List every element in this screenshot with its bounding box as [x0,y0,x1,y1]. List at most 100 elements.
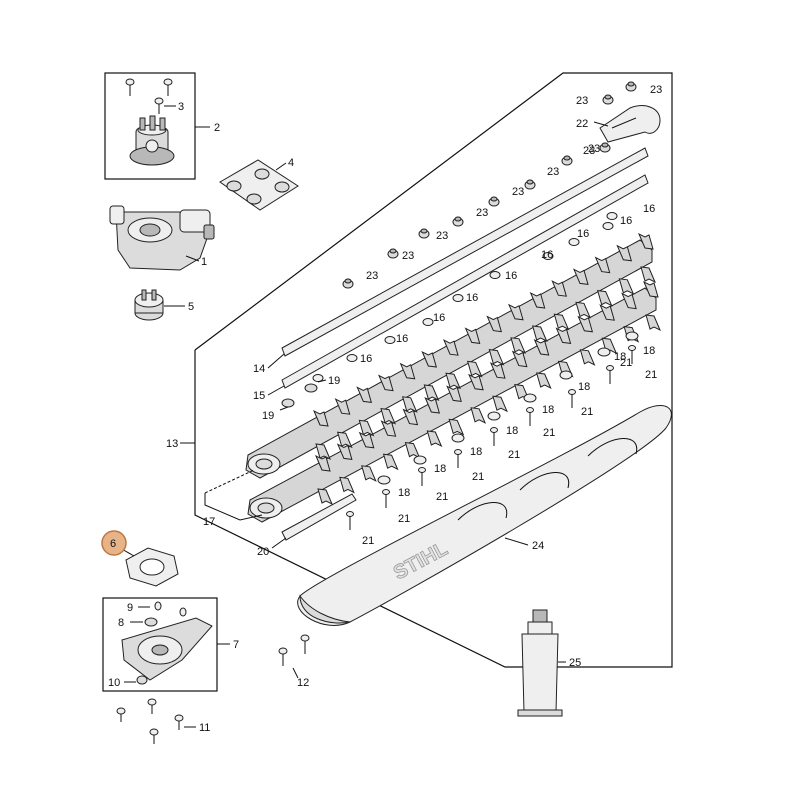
label-14: 14 [253,363,265,375]
nut-23 [418,228,430,239]
washer-18 [523,393,537,403]
label-23: 23 [402,250,414,262]
gearbox-part [129,115,175,166]
label-18: 18 [542,404,554,416]
bolt-21 [418,467,426,486]
blade-tooth [599,304,615,321]
cutter-blade-lower [247,287,657,523]
blade-scabbard-part: STIHL [297,404,672,626]
label-23: 23 [583,145,595,157]
blade-tooth [399,362,416,380]
leader-12 [292,667,299,679]
leader-22 [593,121,609,127]
leader-19b [279,406,289,411]
gasket-part [125,547,179,587]
label-16: 16 [433,312,445,324]
grease-tube-part [517,609,563,717]
blade-tooth [618,278,635,295]
label-16: 16 [466,292,478,304]
blade-tooth [468,373,484,391]
highlight-marker-6[interactable] [101,530,127,556]
blade-tooth [426,430,443,448]
guide-bar-14 [281,147,649,357]
label-16: 16 [643,203,655,215]
label-3: 3 [178,101,184,113]
blade-tooth [555,327,572,344]
blade-tooth [621,292,637,310]
blade-tooth [402,408,419,426]
label-5: 5 [188,301,194,313]
blade-tooth [466,360,483,378]
nut-23 [599,142,611,153]
buffer-plate-part [219,159,299,211]
gearbox-assembly-box: 3 2 [104,72,220,180]
label-9: 9 [127,602,133,614]
blade-tooth [488,349,505,366]
blade-tooth [486,315,503,333]
screws-11 [116,698,184,744]
blade-tooth [533,338,550,356]
label-21: 21 [581,406,593,418]
washer-18 [377,475,391,485]
cover-plate-part [121,617,213,681]
blade-tooth [336,431,353,449]
blade-tooth [448,418,465,436]
label-21: 21 [543,427,555,439]
label-18: 18 [398,487,410,499]
blade-tooth [575,301,591,319]
screw-top-left [125,78,135,96]
label-11: 11 [199,722,210,734]
blade-tooth [443,339,459,356]
screw-top-right [163,78,173,96]
bolt-21 [490,427,498,446]
leader-24 [504,537,529,546]
washer-18 [451,433,465,443]
washer-16 [568,238,580,246]
blade-tooth [511,350,528,368]
bolt-21 [606,365,614,384]
blade-tooth [464,327,481,344]
bracket-17 [204,493,263,521]
bolt-21 [568,389,576,408]
label-18: 18 [614,351,626,363]
label-18: 18 [434,463,446,475]
blade-tooth [358,419,375,437]
blade-tooth [573,268,589,285]
coupling-part [134,289,164,321]
label-18: 18 [506,425,518,437]
label-23: 23 [650,84,662,96]
nut-23 [387,248,399,259]
spacer-19-upper [304,383,318,393]
nut-23 [602,94,614,105]
label-18: 18 [578,381,590,393]
label-21: 21 [362,535,374,547]
label-23: 23 [366,270,378,282]
label-21: 21 [436,491,448,503]
label-6: 6 [110,538,116,550]
blade-tooth [423,384,440,402]
leader-14 [267,353,285,369]
blade-tooth [492,395,508,413]
label-23: 23 [476,207,488,219]
label-25: 25 [569,657,581,669]
guide-bar-15 [281,174,649,389]
blade-tooth [594,256,611,274]
blade-tooth [358,431,375,449]
blade-teeth-upper [313,232,656,461]
blade-tooth [334,398,351,415]
blade-tooth [446,385,462,402]
blade-tooth [535,372,552,390]
nut-23 [625,81,637,92]
grease-nipple-8 [144,617,158,627]
blade-tooth [361,465,377,482]
washer-18 [559,370,573,380]
blade-tooth [596,290,613,307]
bolt-21 [628,345,636,364]
label-1: 1 [201,256,207,268]
leader-20 [271,537,287,549]
bushing-10 [136,675,148,685]
